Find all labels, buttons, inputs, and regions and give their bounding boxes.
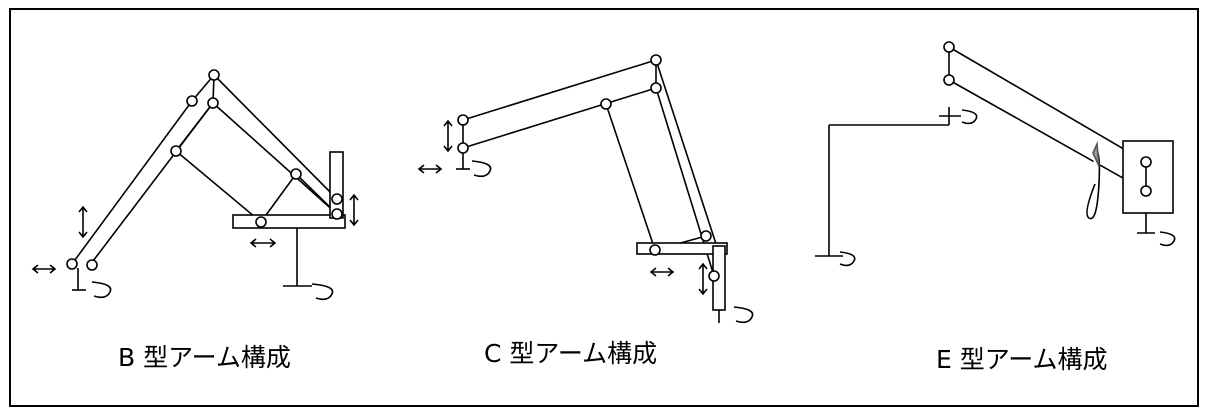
c-type-arm-drawing xyxy=(456,59,728,323)
e-type-caption: E 型アーム構成 xyxy=(936,345,1108,374)
b-type-joints xyxy=(66,69,343,271)
b-type-caption: B 型アーム構成 xyxy=(118,343,291,372)
e-type-joints xyxy=(943,41,1152,197)
figure-frame xyxy=(9,8,1199,407)
b-type-arm-drawing xyxy=(71,74,346,291)
c-type-joints xyxy=(457,54,720,282)
b-type-motion-arrows xyxy=(31,193,359,301)
e-type-arm-drawing xyxy=(815,46,1174,257)
c-type-motion-arrows xyxy=(417,119,754,324)
e-type-motion-arrows xyxy=(839,109,1176,267)
c-type-caption: C 型アーム構成 xyxy=(484,339,658,368)
